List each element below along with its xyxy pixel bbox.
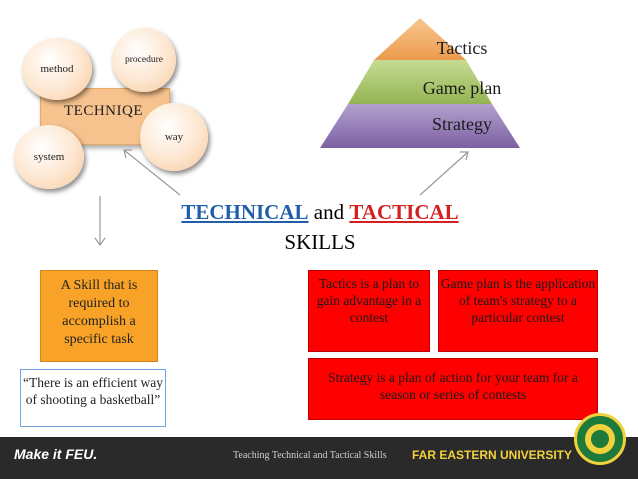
tactics-definition-box: Tactics is a plan to gain advantage in a… — [308, 270, 430, 352]
way-label: way — [164, 131, 184, 143]
arrow-to-pyramid — [419, 151, 469, 196]
strategy-pyramid — [320, 18, 520, 148]
method-label: method — [40, 63, 74, 75]
strategy-definition-text: Strategy is a plan of action for your te… — [328, 370, 578, 402]
tactics-definition-text: Tactics is a plan to gain advantage in a… — [316, 276, 422, 325]
strategy-definition-box: Strategy is a plan of action for your te… — [308, 358, 598, 420]
game-plan-definition-text: Game plan is the application of team's s… — [440, 276, 596, 325]
arrow-to-technique — [123, 149, 181, 196]
pyramid-game-plan-label: Game plan — [422, 78, 502, 98]
arrow-to-technique-head — [123, 149, 132, 159]
footer-university: FAR EASTERN UNIVERSITY — [412, 448, 573, 462]
way-bubble: way — [140, 103, 208, 171]
method-bubble: method — [22, 38, 92, 100]
title-and: and — [308, 200, 350, 224]
pyramid-level-game-plan — [348, 60, 492, 104]
pyramid-level-strategy — [320, 104, 520, 148]
title-technical: TECHNICAL — [181, 200, 309, 224]
footer-bar — [0, 437, 638, 479]
game-plan-definition-box: Game plan is the application of team's s… — [438, 270, 598, 352]
pyramid-strategy-label: Strategy — [432, 114, 492, 134]
arrow-to-definition-head — [94, 237, 106, 247]
technique-definition-text: A Skill that is required to accomplish a… — [60, 278, 138, 347]
technique-label: TECHNIQE — [64, 103, 143, 119]
title-tactical: TACTICAL — [349, 200, 459, 224]
footer-slogan: Make it FEU. — [14, 446, 98, 462]
procedure-bubble: procedure — [112, 28, 176, 92]
slide-subtitle: SKILLS — [284, 230, 356, 254]
footer-topic: Teaching Technical and Tactical Skills — [233, 450, 387, 461]
university-seal-icon — [574, 413, 626, 465]
procedure-label: procedure — [125, 55, 163, 65]
arrow-to-pyramid-head — [460, 151, 469, 161]
system-bubble: system — [14, 125, 84, 189]
technique-example-text: “There is an efficient way of shooting a… — [23, 375, 163, 407]
system-label: system — [33, 151, 65, 163]
pyramid-level-tactics — [374, 18, 466, 60]
slide-title: TECHNICAL and TACTICAL — [100, 200, 540, 225]
pyramid-tactics-label: Tactics — [436, 38, 488, 58]
technique-definition-box: A Skill that is required to accomplish a… — [40, 270, 158, 362]
technique-example-box: “There is an efficient way of shooting a… — [20, 369, 166, 427]
